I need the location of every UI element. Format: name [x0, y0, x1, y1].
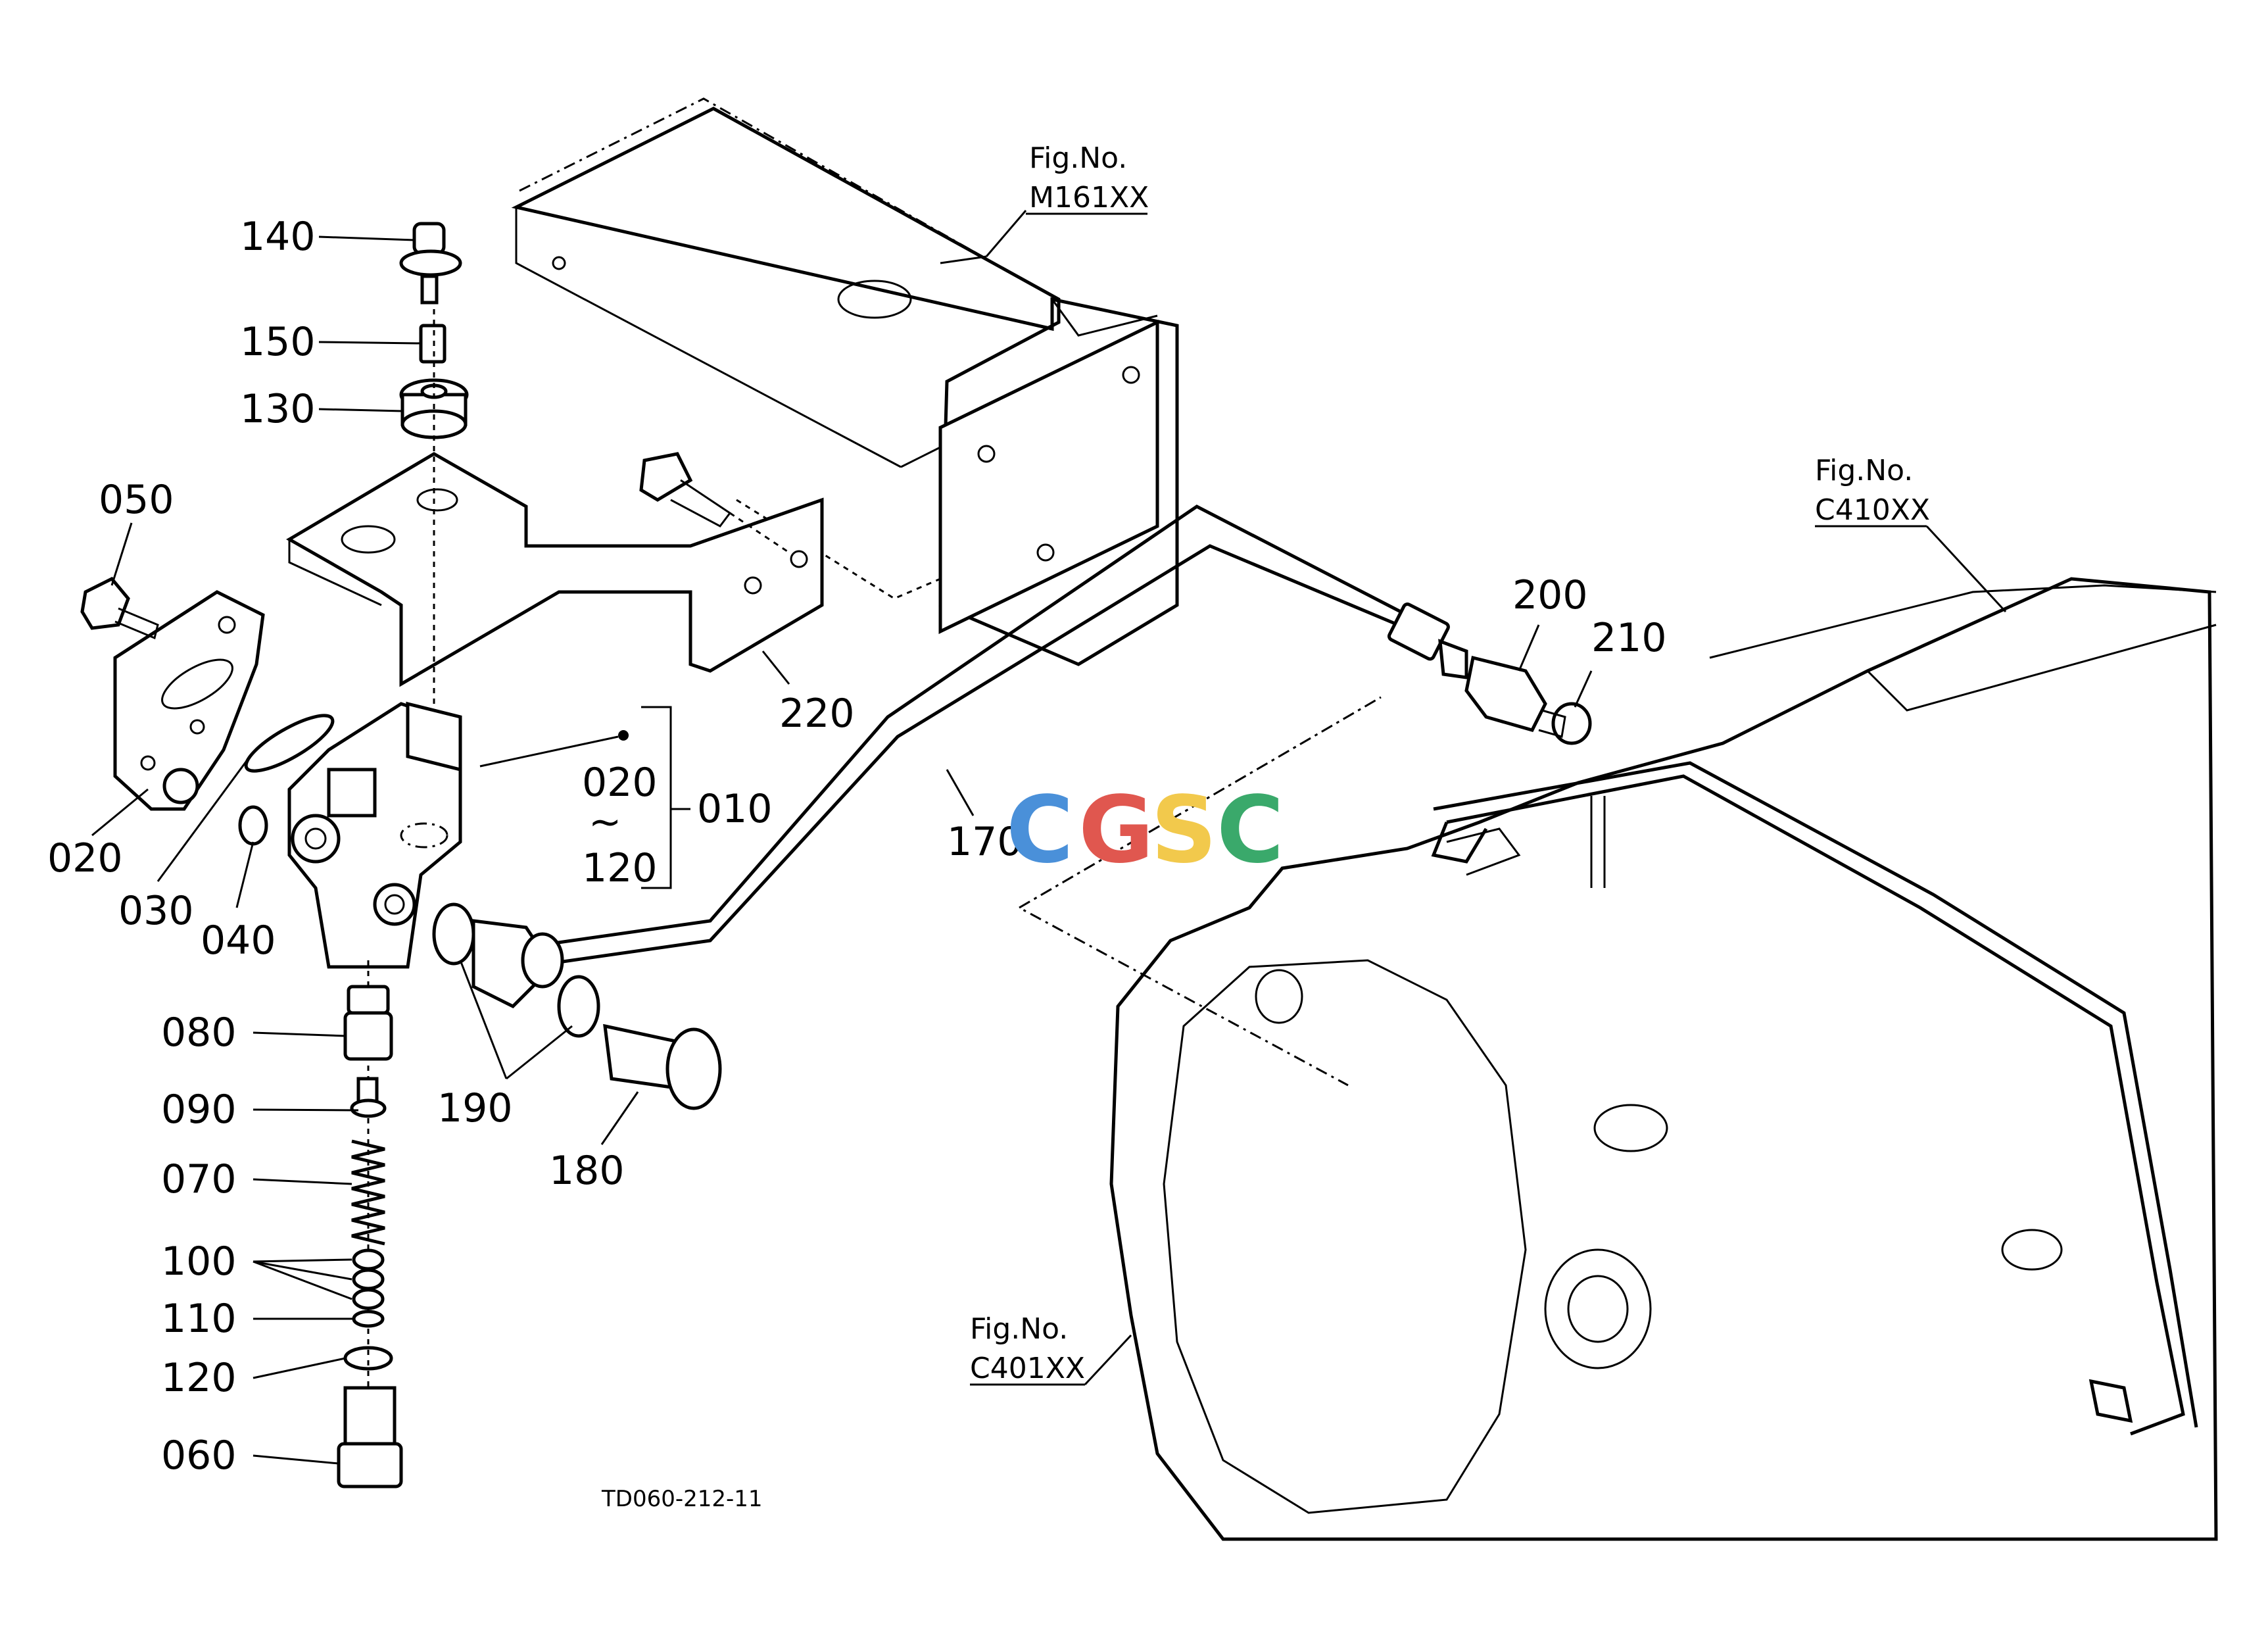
gasket-020: [113, 590, 265, 811]
label-030: 030: [118, 888, 194, 934]
label-190: 190: [437, 1085, 513, 1131]
transmission-housing: [1017, 577, 2218, 1541]
leader-lines: [91, 210, 2007, 1465]
valve-body-010: [287, 701, 462, 969]
relief-valve-stack: [337, 960, 403, 1488]
part-labels: 140 150 130 050 020 030 040 020 ~ 120 01…: [47, 214, 1667, 1479]
label-040: 040: [201, 918, 276, 964]
label-200: 200: [1512, 572, 1588, 618]
fig-ref-code-1: M161XX: [1029, 181, 1149, 214]
label-180: 180: [549, 1148, 625, 1194]
label-range-from: 020: [582, 760, 658, 806]
bolt-050: [80, 576, 159, 640]
frame-bracket: [511, 97, 1179, 666]
label-130: 130: [240, 386, 316, 432]
label-010: 010: [697, 786, 773, 832]
top-fastener-stack: [399, 222, 469, 704]
watermark-logo: C G S C: [1006, 777, 1284, 884]
watermark-letter-3: S: [1151, 777, 1217, 884]
fig-ref-label-2: Fig.No.: [1815, 454, 1913, 487]
label-050: 050: [99, 477, 174, 523]
label-220: 220: [779, 691, 855, 737]
label-100: 100: [161, 1239, 237, 1285]
banjo-fitting: [432, 902, 722, 1110]
label-140: 140: [240, 214, 316, 260]
fig-ref-label-3: Fig.No.: [970, 1312, 1068, 1346]
oring-210: [1551, 702, 1592, 745]
label-110: 110: [161, 1296, 237, 1342]
watermark-letter-2: G: [1078, 777, 1154, 884]
label-range-to: 120: [582, 845, 658, 891]
label-060: 060: [161, 1433, 237, 1479]
oring-030: [244, 714, 335, 773]
plate-220: [286, 452, 824, 687]
drawing-code: TD060-212-11: [601, 1486, 763, 1512]
label-150: 150: [240, 319, 316, 365]
figure-references: Fig.No. M161XX Fig.No. C410XX Fig.No. C4…: [601, 141, 1930, 1512]
fig-ref-code-3: C401XX: [970, 1352, 1085, 1385]
label-070: 070: [161, 1156, 237, 1202]
fitting-200: [1464, 655, 1566, 738]
label-210: 210: [1591, 615, 1667, 661]
label-170: 170: [947, 819, 1023, 865]
label-080: 080: [161, 1010, 237, 1056]
oring-040: [238, 805, 268, 846]
label-range-tilde: ~: [589, 799, 621, 845]
pipe-170: [525, 504, 1468, 969]
watermark-letter-4: C: [1217, 777, 1284, 884]
watermark-letter-1: C: [1006, 777, 1074, 884]
label-020: 020: [47, 835, 123, 881]
fig-ref-label-1: Fig.No.: [1029, 141, 1127, 175]
label-120: 120: [161, 1355, 237, 1401]
fig-ref-code-2: C410XX: [1815, 493, 1930, 527]
label-090: 090: [161, 1087, 237, 1133]
